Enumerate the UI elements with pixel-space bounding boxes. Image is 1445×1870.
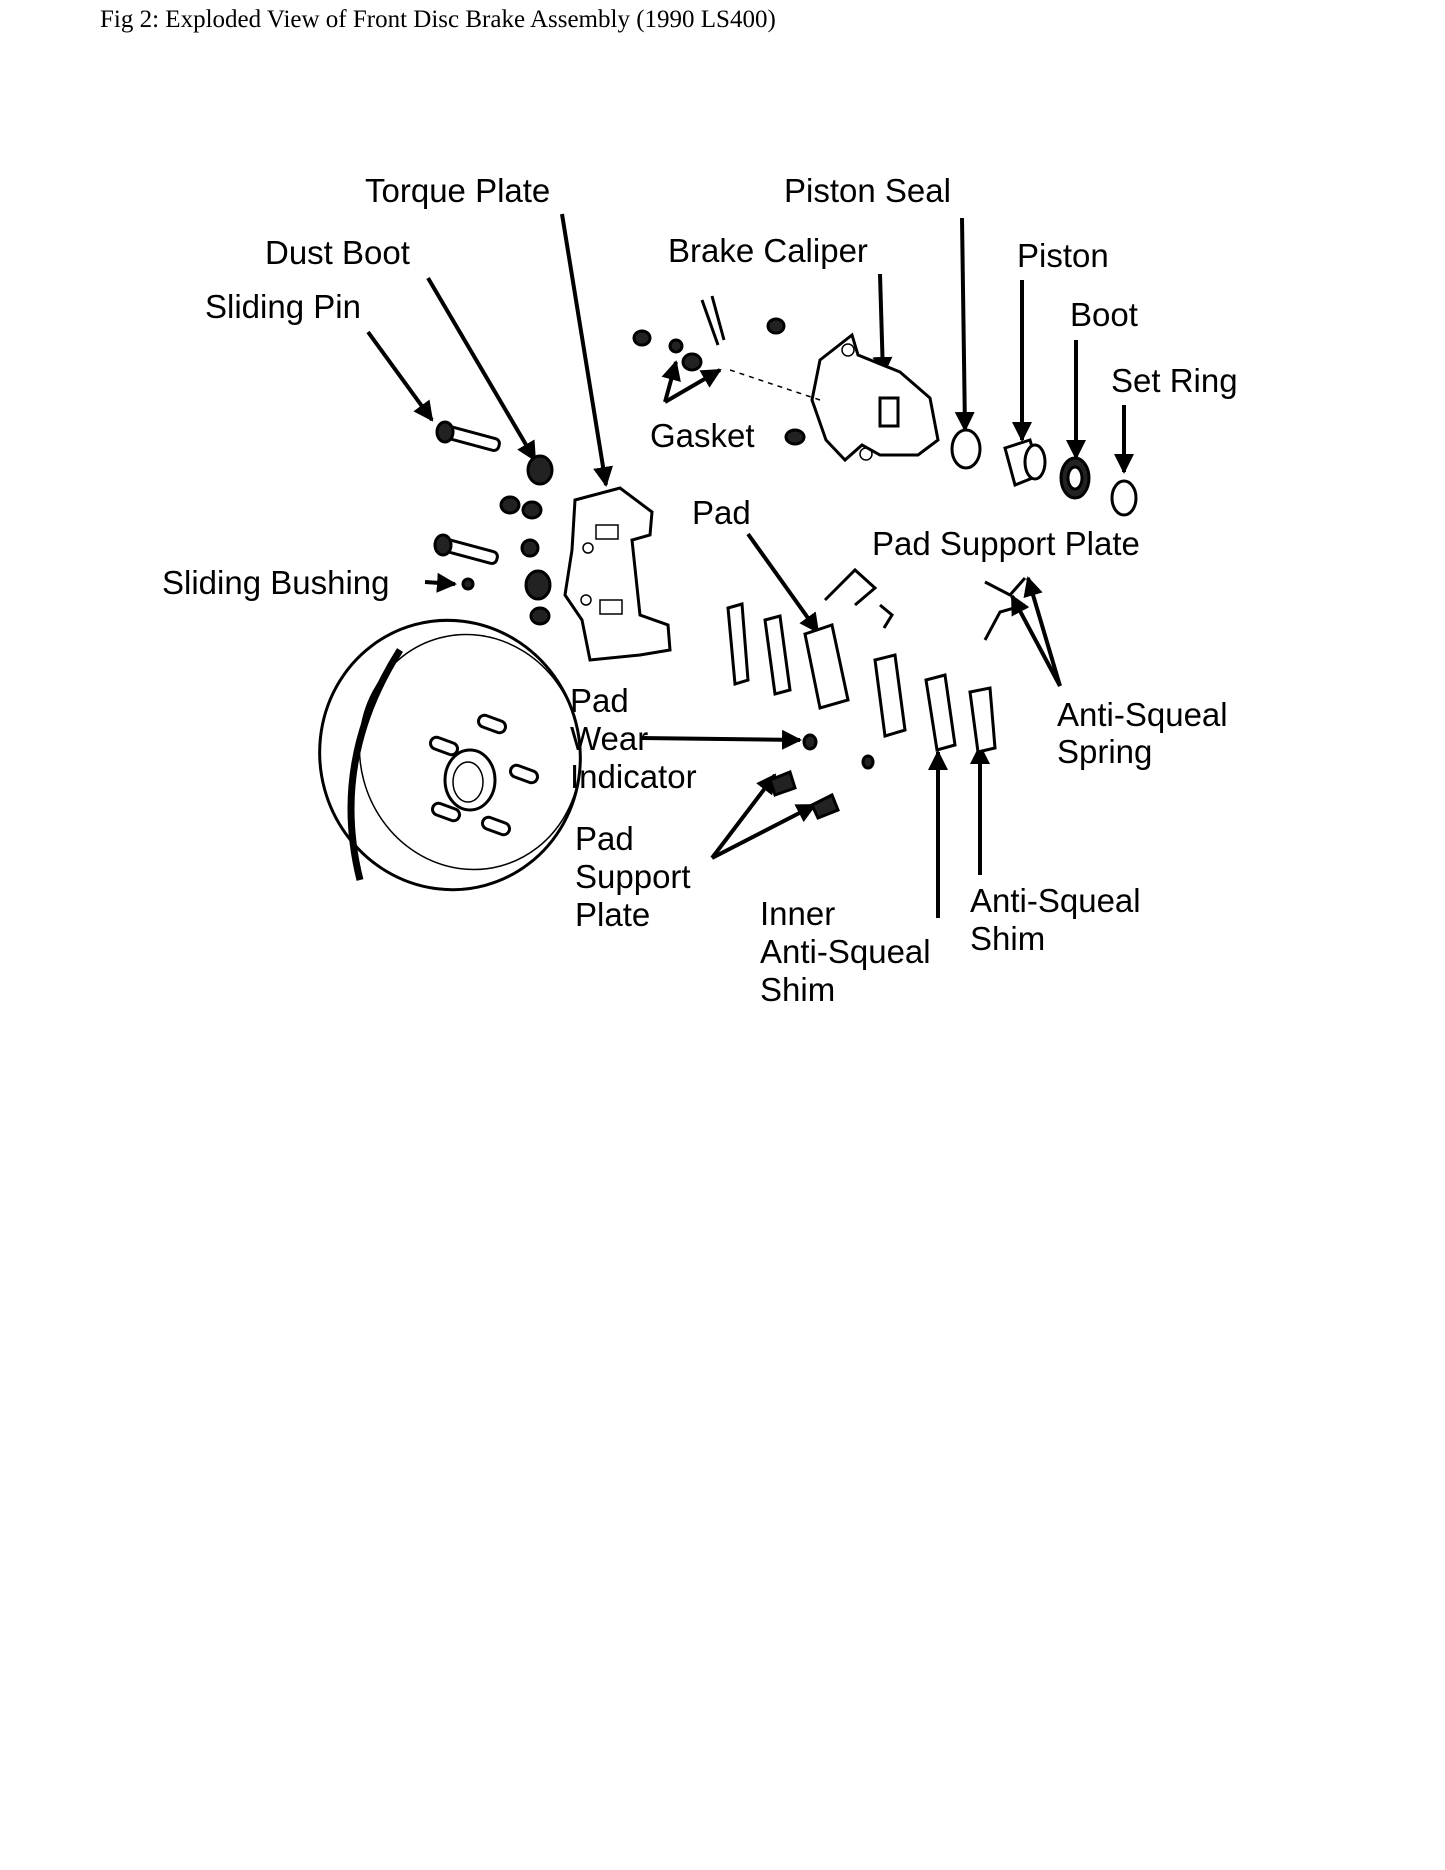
label-pad-wear-line1: Pad <box>570 682 629 719</box>
label-anti-squeal-spring-line2: Spring <box>1057 733 1152 770</box>
label-pad-wear-line2: Wear <box>570 720 648 757</box>
label-sliding-pin: Sliding Pin <box>205 288 361 325</box>
brake-caliper <box>632 295 940 463</box>
label-inner-shim-line3: Shim <box>760 971 835 1008</box>
label-anti-squeal-shim-line1: Anti-Squeal <box>970 882 1141 919</box>
leader-lines <box>366 213 1134 918</box>
label-sliding-bushing: Sliding Bushing <box>162 564 390 601</box>
label-anti-squeal-spring-line1: Anti-Squeal <box>1057 696 1228 733</box>
label-pad-wear-line3: Indicator <box>570 758 697 795</box>
label-boot: Boot <box>1070 296 1138 333</box>
label-pad-support-line2: Support <box>575 858 691 895</box>
label-pad-support-line3: Plate <box>575 896 650 933</box>
label-set-ring: Set Ring <box>1111 362 1238 399</box>
label-piston: Piston <box>1017 237 1109 274</box>
sliding-pins <box>433 420 554 626</box>
label-torque-plate: Torque Plate <box>365 172 550 209</box>
label-brake-caliper: Brake Caliper <box>668 232 868 269</box>
label-anti-squeal-shim-line2: Shim <box>970 920 1045 957</box>
piston-parts <box>950 428 1138 517</box>
label-inner-shim-line1: Inner <box>760 895 835 932</box>
label-dust-boot: Dust Boot <box>265 234 410 271</box>
label-pad-support-plate-top: Pad Support Plate <box>872 525 1140 562</box>
label-inner-shim-line2: Anti-Squeal <box>760 933 931 970</box>
label-piston-seal: Piston Seal <box>784 172 951 209</box>
label-gasket: Gasket <box>650 417 755 454</box>
label-pad: Pad <box>692 494 751 531</box>
torque-plate <box>563 486 672 662</box>
label-pad-support-line1: Pad <box>575 820 634 857</box>
pad-components <box>726 567 1027 820</box>
figure-caption: Fig 2: Exploded View of Front Disc Brake… <box>100 6 776 33</box>
disc-rotor <box>318 618 582 892</box>
